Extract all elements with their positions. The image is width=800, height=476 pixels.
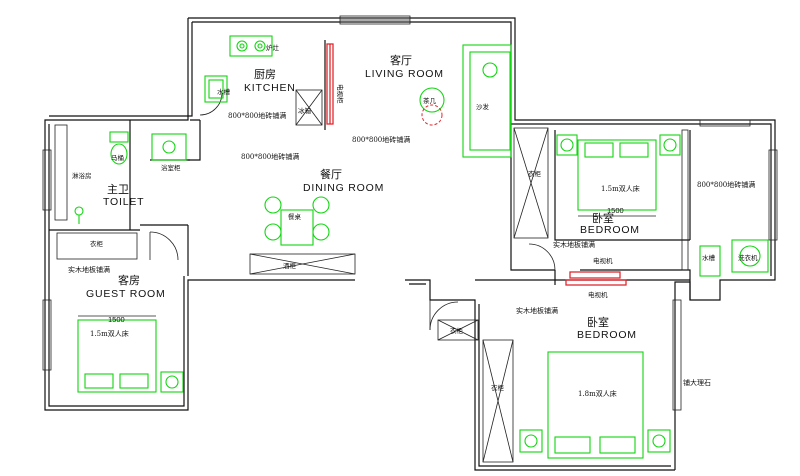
bed2-wardrobe-b-label: 衣柜 xyxy=(491,383,505,392)
balcony-area xyxy=(681,129,769,277)
bed1-floor-label: 实木地板铺满 xyxy=(553,240,595,249)
shower-label: 淋浴房 xyxy=(72,171,92,180)
dining-floor-label: 800*800地砖铺满 xyxy=(241,152,299,161)
bed2-wardrobe-a-label: 衣柜 xyxy=(450,326,464,335)
stove-label: 炉灶 xyxy=(266,43,280,52)
bedroom1-name-en: BEDROOM xyxy=(580,224,640,236)
marble-label: 铺大理石 xyxy=(683,378,711,387)
bath-cabinet-label: 浴室柜 xyxy=(161,163,181,172)
balcony-floor-label: 800*800地砖铺满 xyxy=(697,180,755,189)
bedroom-2-area xyxy=(437,279,671,463)
toilet-name-en: TOILET xyxy=(103,196,144,208)
dining-area xyxy=(249,196,356,275)
living-name-en: LIVING ROOM xyxy=(365,68,444,80)
bed2-floor-label: 实木地板铺满 xyxy=(516,306,558,315)
bed1-wardrobe-label: 衣柜 xyxy=(528,169,542,178)
tv-cabinet-label: 电视柜 xyxy=(336,84,345,104)
guest-wardrobe-label: 衣柜 xyxy=(90,239,104,248)
toilet-name-zh: 主卫 xyxy=(107,183,129,196)
bed1-bed-label: 1.5m双人床 xyxy=(601,184,640,193)
toilet-area xyxy=(54,124,187,260)
toilet-bowl-label: 马桶 xyxy=(111,153,124,162)
guest-floor-label: 实木地板铺满 xyxy=(68,265,110,274)
kitchen-name-zh: 厨房 xyxy=(254,68,276,81)
living-name-zh: 客厅 xyxy=(390,53,412,67)
bedroom-1-area xyxy=(513,127,681,279)
bed1-bed-dim: 1500 xyxy=(607,206,624,215)
labels: 炉灶 厨房 KITCHEN 水槽 冰箱 800*800地砖铺满 电视柜 客厅 L… xyxy=(68,43,758,398)
fridge-label: 冰箱 xyxy=(298,106,312,115)
sofa-label: 沙发 xyxy=(476,102,490,111)
guest-bed-dim: 1500 xyxy=(108,315,125,324)
tea-table-label: 茶几 xyxy=(423,96,437,105)
kitchen-floor-label: 800*800地砖铺满 xyxy=(228,111,286,120)
kitchen-name-en: KITCHEN xyxy=(244,82,296,94)
windows xyxy=(42,15,778,411)
sink-label: 水槽 xyxy=(217,87,231,96)
dining-table-label: 餐桌 xyxy=(288,212,302,221)
balcony-sink-label: 水槽 xyxy=(702,253,716,262)
dining-name-en: DINING ROOM xyxy=(303,182,384,194)
bed2-bed-label: 1.8m双人床 xyxy=(578,389,617,398)
bed2-tv-label: 电视机 xyxy=(588,290,608,299)
guest-room-area xyxy=(77,315,184,393)
guest-name-zh: 客房 xyxy=(118,273,140,287)
bed1-tv-label: 电视机 xyxy=(593,256,613,265)
guest-bed-label: 1.5m双人床 xyxy=(90,329,129,338)
exterior-walls xyxy=(44,17,776,471)
living-area xyxy=(419,44,512,158)
bedroom1-name-zh: 卧室 xyxy=(592,211,614,225)
living-floor-label: 800*800地砖铺满 xyxy=(352,135,410,144)
bedroom2-name-zh: 卧室 xyxy=(587,315,609,329)
dining-name-zh: 餐厅 xyxy=(320,167,342,181)
kitchen-area xyxy=(204,35,334,126)
wine-cabinet-label: 酒柜 xyxy=(283,261,297,270)
doors xyxy=(149,92,556,331)
guest-name-en: GUEST ROOM xyxy=(86,288,166,300)
washer-label: 洗衣机 xyxy=(738,253,758,262)
bedroom2-name-en: BEDROOM xyxy=(577,329,637,341)
